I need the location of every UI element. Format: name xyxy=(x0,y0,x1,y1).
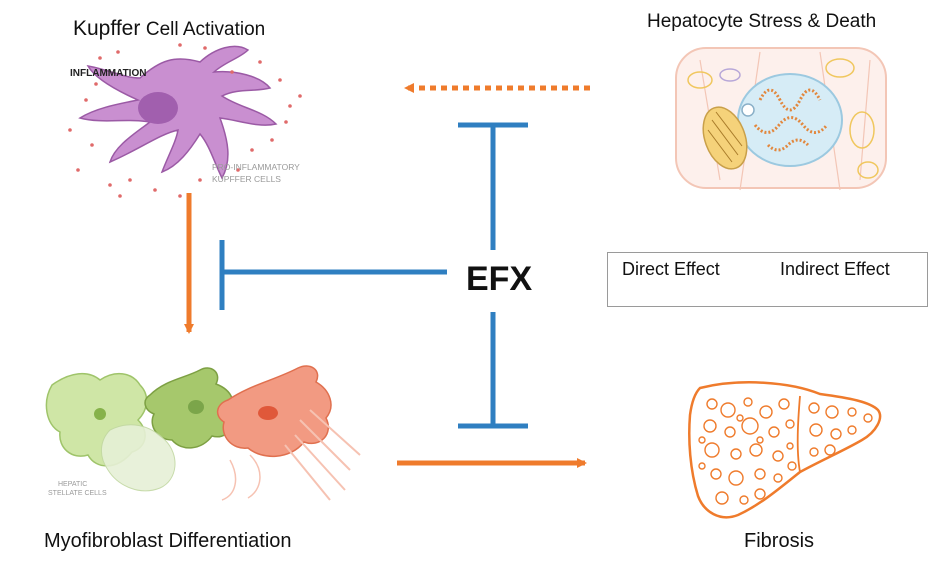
legend xyxy=(607,252,928,307)
inhibition-to-fibrosis xyxy=(458,312,528,429)
hepatic-caption-line2: STELLATE CELLS xyxy=(48,490,107,497)
inflammation-caption: INFLAMMATION xyxy=(70,68,146,79)
legend-indirect-label: Indirect Effect xyxy=(780,259,890,279)
efx-label: EFX xyxy=(466,260,533,298)
kupffer-label: Kupffer Cell Activation xyxy=(73,17,265,41)
myofibroblast-label: Myofibroblast Differentiation xyxy=(44,530,292,552)
pro-inflammatory-caption-line2: KUPFFER CELLS xyxy=(212,174,281,184)
kupffer-rest: Cell Activation xyxy=(145,19,266,40)
stellate-cells-illustration xyxy=(45,365,361,501)
inhibition-to-differentiation xyxy=(219,240,447,310)
inhibition-to-hepatocyte-kupffer xyxy=(458,122,528,250)
legend-direct-label: Direct Effect xyxy=(622,259,720,279)
hepatocyte-illustration xyxy=(675,47,887,191)
hepatic-caption-line1: HEPATIC xyxy=(58,481,87,488)
kupffer-cell-illustration xyxy=(68,43,302,198)
kupffer-name: Kupffer xyxy=(73,17,141,40)
pro-inflammatory-caption-line1: PRO-INFLAMMATORY xyxy=(212,162,300,172)
fibrotic-liver-illustration xyxy=(688,381,882,519)
hepatocyte-label: Hepatocyte Stress & Death xyxy=(647,11,877,32)
fibrosis-label: Fibrosis xyxy=(744,530,815,552)
